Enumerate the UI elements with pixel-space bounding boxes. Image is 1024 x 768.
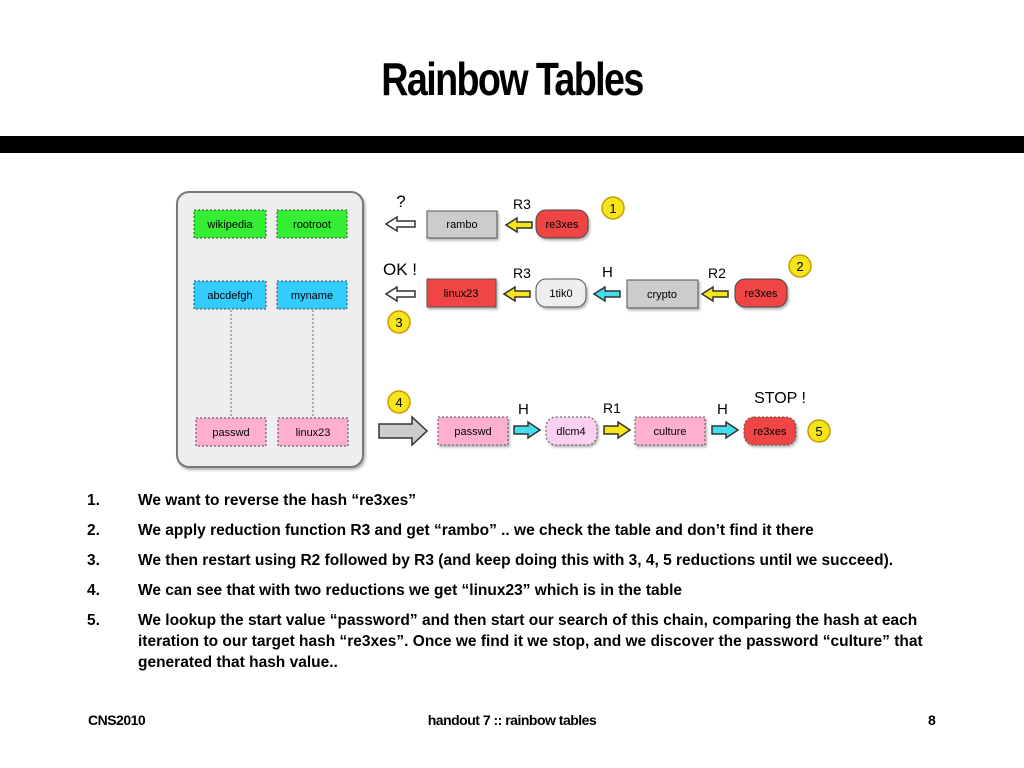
table-row-3: passwd linux23	[195, 417, 349, 447]
chain2-result-label: OK !	[383, 260, 417, 279]
chain2-h-label: H	[602, 264, 613, 281]
step-2-number: 2	[796, 259, 803, 274]
chain2-crypto-box	[626, 279, 699, 309]
step-3-number: 3	[395, 315, 402, 330]
step-5-badge	[807, 419, 831, 443]
chain3-hash-label: re3xes	[753, 426, 787, 438]
table-row-2: abcdefgh myname	[193, 280, 348, 310]
chain-3: 4 passwd H dlcm4 R1 culture H re3xes STO…	[378, 390, 831, 447]
yellow-arrow-icon	[700, 285, 729, 303]
rainbow-table-diagram: wikipedia rootroot abcdefgh myname passw…	[176, 191, 831, 468]
chain2-linux23-label: linux23	[444, 288, 479, 300]
chain1-result-label: ?	[396, 192, 405, 211]
table-entry-wikipedia: wikipedia	[206, 219, 253, 231]
chain3-passwd-label: passwd	[454, 426, 491, 438]
chain3-h2-label: H	[717, 401, 728, 418]
step-1-number: 1	[609, 201, 616, 216]
step-4-badge	[387, 390, 411, 414]
chain-1: ? rambo R3 re3xes 1	[384, 192, 625, 239]
chain2-hashval-box	[535, 278, 587, 308]
big-gray-arrow-icon	[378, 415, 429, 447]
list-item-number: 4.	[87, 582, 100, 599]
chain2-r3-label: R3	[513, 265, 531, 281]
chain2-hash-box	[734, 278, 788, 308]
chain3-stop-label: STOP !	[754, 390, 806, 407]
list-item-text: We lookup the start value “password” and…	[138, 612, 923, 671]
chain2-crypto-label: crypto	[647, 289, 677, 301]
yellow-arrow-icon	[603, 420, 632, 440]
chain1-hash-box	[535, 209, 589, 239]
list-item-number: 5.	[87, 612, 100, 629]
chain3-passwd-box	[437, 416, 509, 446]
list-item: 5. We lookup the start value “password” a…	[80, 610, 970, 673]
chain1-hash-label: re3xes	[545, 219, 579, 231]
footer-page-number: 8	[928, 712, 936, 728]
chain1-reduction-label: R3	[513, 196, 531, 212]
list-item-number: 3.	[87, 552, 100, 569]
list-item: 1. We want to reverse the hash “re3xes”	[80, 490, 970, 511]
title-divider-bar	[0, 136, 1024, 153]
gray-arrow-icon	[384, 215, 416, 233]
list-item-text: We apply reduction function R3 and get “…	[138, 522, 814, 539]
list-item-number: 1.	[87, 492, 100, 509]
step-1-badge	[601, 196, 625, 220]
footer-course: CNS2010	[88, 712, 146, 728]
chain2-linux23-box	[426, 278, 497, 308]
list-item-text: We can see that with two reductions we g…	[138, 582, 683, 599]
list-item-text: We then restart using R2 followed by R3 …	[138, 552, 894, 569]
slide-title: Rainbow Tables	[381, 53, 644, 105]
step-3-badge	[387, 310, 411, 334]
chain3-culture-box	[634, 416, 706, 446]
list-item-number: 2.	[87, 522, 100, 539]
cyan-arrow-icon	[711, 420, 740, 440]
chain1-rambo-label: rambo	[446, 219, 477, 231]
chain3-culture-label: culture	[653, 426, 686, 438]
list-item-text: We want to reverse the hash “re3xes”	[138, 492, 416, 509]
step-2-badge	[788, 254, 812, 278]
cyan-arrow-icon	[592, 285, 621, 303]
footer-handout: handout 7 :: rainbow tables	[427, 712, 597, 728]
table-entry-passwd: passwd	[212, 427, 249, 439]
chain2-hash-label: re3xes	[744, 288, 778, 300]
table-entry-abcdefgh: abcdefgh	[207, 290, 252, 302]
yellow-arrow-icon	[502, 285, 531, 303]
yellow-arrow-icon	[504, 216, 533, 234]
chain3-r1-label: R1	[603, 400, 621, 416]
list-item: 2. We apply reduction function R3 and get…	[80, 520, 970, 541]
rainbow-table-panel	[176, 191, 364, 468]
chain2-hashval-label: 1tik0	[549, 288, 572, 300]
steps-list: 1. We want to reverse the hash “re3xes” 2…	[80, 490, 970, 682]
table-entry-myname: myname	[291, 290, 333, 302]
list-item: 3. We then restart using R2 followed by R…	[80, 550, 970, 571]
chain-2: OK ! 3 linux23 R3 1tik0 H crypto R2 re3x…	[383, 254, 812, 334]
step-4-number: 4	[395, 395, 402, 410]
chain1-rambo-box	[426, 210, 498, 239]
chain3-dlcm4-label: dlcm4	[556, 426, 585, 438]
table-row-1: wikipedia rootroot	[193, 209, 348, 239]
table-entry-linux23: linux23	[296, 427, 331, 439]
step-5-number: 5	[815, 424, 822, 439]
table-entry-rootroot: rootroot	[293, 219, 331, 231]
chain2-r2-label: R2	[708, 265, 726, 281]
list-item: 4. We can see that with two reductions we…	[80, 580, 970, 601]
chain3-h1-label: H	[518, 401, 529, 418]
chain3-hash-box	[743, 416, 797, 446]
gray-arrow-icon	[384, 285, 416, 303]
chain3-dlcm4-box	[545, 416, 598, 446]
cyan-arrow-icon	[513, 420, 542, 440]
